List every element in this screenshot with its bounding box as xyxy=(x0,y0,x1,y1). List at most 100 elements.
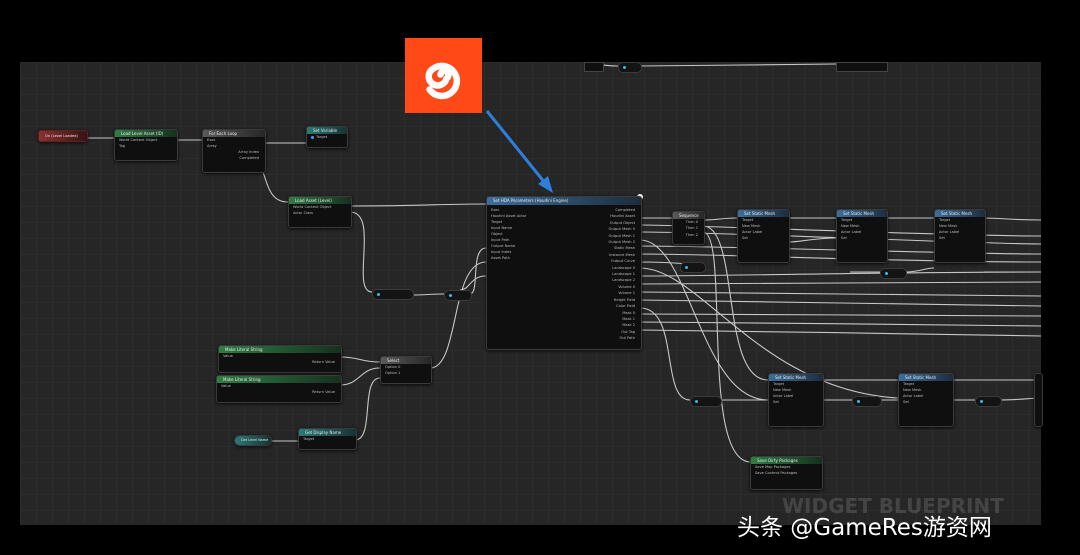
pin-label: Completed xyxy=(239,156,259,161)
pin-label: Houdini Asset Actor xyxy=(491,214,527,218)
pin-label: Target xyxy=(939,218,951,222)
pin-label: Array Index xyxy=(238,150,259,154)
pin-label: Option 0 xyxy=(385,365,401,369)
pin-label: Value xyxy=(223,354,233,358)
set-target-node-title: Set Variable xyxy=(307,127,347,134)
set-mesh-node-title: Set Static Mesh xyxy=(769,374,823,381)
pin-label: Save Map Packages xyxy=(755,465,791,469)
pin-label: Color Field xyxy=(616,304,635,309)
make-literal-node-title: Make Literal String xyxy=(217,376,341,383)
make-literal-node-title: Make Literal String xyxy=(219,346,341,353)
pin-label: Out Path xyxy=(619,336,635,341)
save-packages-node[interactable]: Save Dirty Packages Save Map Packages Sa… xyxy=(750,456,823,490)
pin-label: Then 0 xyxy=(685,220,698,224)
partial-node[interactable] xyxy=(1034,373,1043,427)
pin-label: Actor Label xyxy=(903,394,924,398)
set-mesh-node[interactable]: Set Static Mesh Target New Mesh Actor La… xyxy=(898,373,954,427)
pin-label: Array xyxy=(207,144,217,148)
pin-label: Set xyxy=(773,400,779,404)
pin-label: Mask 0 xyxy=(622,310,635,315)
pin-label: New Mesh xyxy=(903,388,922,392)
partial-node[interactable] xyxy=(584,62,604,72)
pin-label: Target xyxy=(307,134,347,140)
pin-label: Volume 0 xyxy=(618,284,635,289)
pin-label: New Mesh xyxy=(742,224,761,228)
pin-label: Instance Mesh xyxy=(609,252,635,257)
pin-label: Set xyxy=(903,400,909,404)
pin-label: Target xyxy=(903,382,915,386)
watermark: 头条 @GameRes游资网 xyxy=(737,515,992,541)
pin-label: Asset Path xyxy=(491,256,510,260)
houdini-swirl-icon xyxy=(425,62,461,100)
pin-label: Volume 1 xyxy=(618,291,635,296)
load-asset-node[interactable]: Load Asset (Level) World Context Object … xyxy=(288,196,352,228)
set-mesh-node-title: Set Static Mesh xyxy=(738,210,789,217)
partial-node[interactable] xyxy=(836,62,888,72)
variable-getter-title: Get Level Name xyxy=(235,436,271,445)
pin-label: Output Curve xyxy=(610,259,635,264)
get-level-node[interactable]: Load Level Asset (ID) World Context Obje… xyxy=(114,129,178,161)
pin-label: Input Path xyxy=(491,238,510,242)
pin-label: Houdini Asset xyxy=(610,214,635,219)
reroute-node[interactable] xyxy=(852,396,882,407)
variable-getter-node[interactable]: Get Level Name xyxy=(234,435,272,446)
pin-label: Actor Label xyxy=(742,230,763,234)
select-node[interactable]: Select Option 0 Option 1 xyxy=(380,356,432,384)
reroute-node[interactable] xyxy=(680,262,706,273)
for-each-node-title: For Each Loop xyxy=(203,130,265,137)
event-node[interactable]: On (Level Loaded) xyxy=(38,130,88,142)
houdini-logo xyxy=(405,38,482,113)
set-mesh-node[interactable]: Set Static Mesh Target New Mesh Actor La… xyxy=(768,373,824,427)
make-literal-node[interactable]: Make Literal String Value Return Value xyxy=(216,375,342,403)
load-asset-node-title: Load Asset (Level) xyxy=(289,197,351,204)
pin-label: Output Object xyxy=(609,220,635,225)
reroute-node[interactable] xyxy=(444,290,472,301)
pin-label: Set xyxy=(939,236,945,240)
pin-label: World Context Object xyxy=(119,138,158,142)
for-each-node[interactable]: For Each Loop Exec Array Array Index Com… xyxy=(202,129,266,173)
pin-label: Input Name xyxy=(491,226,513,230)
get-name-node[interactable]: Get Display Name Target xyxy=(298,428,357,450)
widget-blueprint-label: WIDGET BLUEPRINT xyxy=(782,494,1004,518)
pin-text: Target xyxy=(316,135,328,139)
pin-label: Actor Label xyxy=(773,394,794,398)
pin-label: Target xyxy=(742,218,754,222)
pin-label: Actor Label xyxy=(939,230,960,234)
set-mesh-node-title: Set Static Mesh xyxy=(935,210,985,217)
pin-label: Set xyxy=(841,236,847,240)
pin-label: Output Name xyxy=(491,244,516,248)
houdini-engine-node[interactable]: Set HDA Parameters (Houdini Engine) Exec… xyxy=(486,196,642,350)
set-mesh-node[interactable]: Set Static Mesh Target New Mesh Actor La… xyxy=(737,209,790,263)
select-node-title: Select xyxy=(381,357,431,364)
pin-label: Static Mesh xyxy=(614,246,635,251)
pin-label: Return Value xyxy=(312,390,335,394)
reroute-node[interactable] xyxy=(690,396,722,407)
pin-label: Output Mesh 1 xyxy=(608,233,635,238)
pin-label: Output Mesh 2 xyxy=(608,240,635,245)
output-pins: Completed Houdini Asset Output Object Ou… xyxy=(557,207,641,342)
get-name-node-title: Get Display Name xyxy=(299,429,356,436)
pin-label: World Context Object xyxy=(293,205,332,209)
set-mesh-node-title: Set Static Mesh xyxy=(899,374,953,381)
save-packages-node-title: Save Dirty Packages xyxy=(751,457,822,464)
input-pin[interactable] xyxy=(311,135,314,139)
reroute-node[interactable] xyxy=(372,289,414,300)
pin-label: Landscape 0 xyxy=(612,265,635,270)
pin-label: Target xyxy=(491,220,503,224)
pin-label: Landscape 2 xyxy=(612,278,635,283)
pin-label: Mask 2 xyxy=(622,323,635,328)
pin-label: Exec xyxy=(491,208,500,212)
reroute-node[interactable] xyxy=(618,62,642,73)
pin-label: Then 2 xyxy=(685,232,698,237)
pin-label: New Mesh xyxy=(841,224,860,228)
sequence-node-title: Sequence xyxy=(673,212,704,219)
set-mesh-node[interactable]: Set Static Mesh Target New Mesh Actor La… xyxy=(934,209,986,263)
make-literal-node[interactable]: Make Literal String Value Return Value xyxy=(218,345,342,373)
pin-label: Target xyxy=(303,437,315,441)
reroute-node[interactable] xyxy=(975,396,1002,407)
reroute-node[interactable] xyxy=(880,268,907,279)
set-target-node[interactable]: Set Variable Target xyxy=(306,126,348,148)
sequence-node[interactable]: Sequence Then 0 Then 1 Then 2 xyxy=(672,211,705,245)
set-mesh-node[interactable]: Set Static Mesh Target New Mesh Actor La… xyxy=(836,209,888,263)
pin-label: Completed xyxy=(615,208,635,212)
